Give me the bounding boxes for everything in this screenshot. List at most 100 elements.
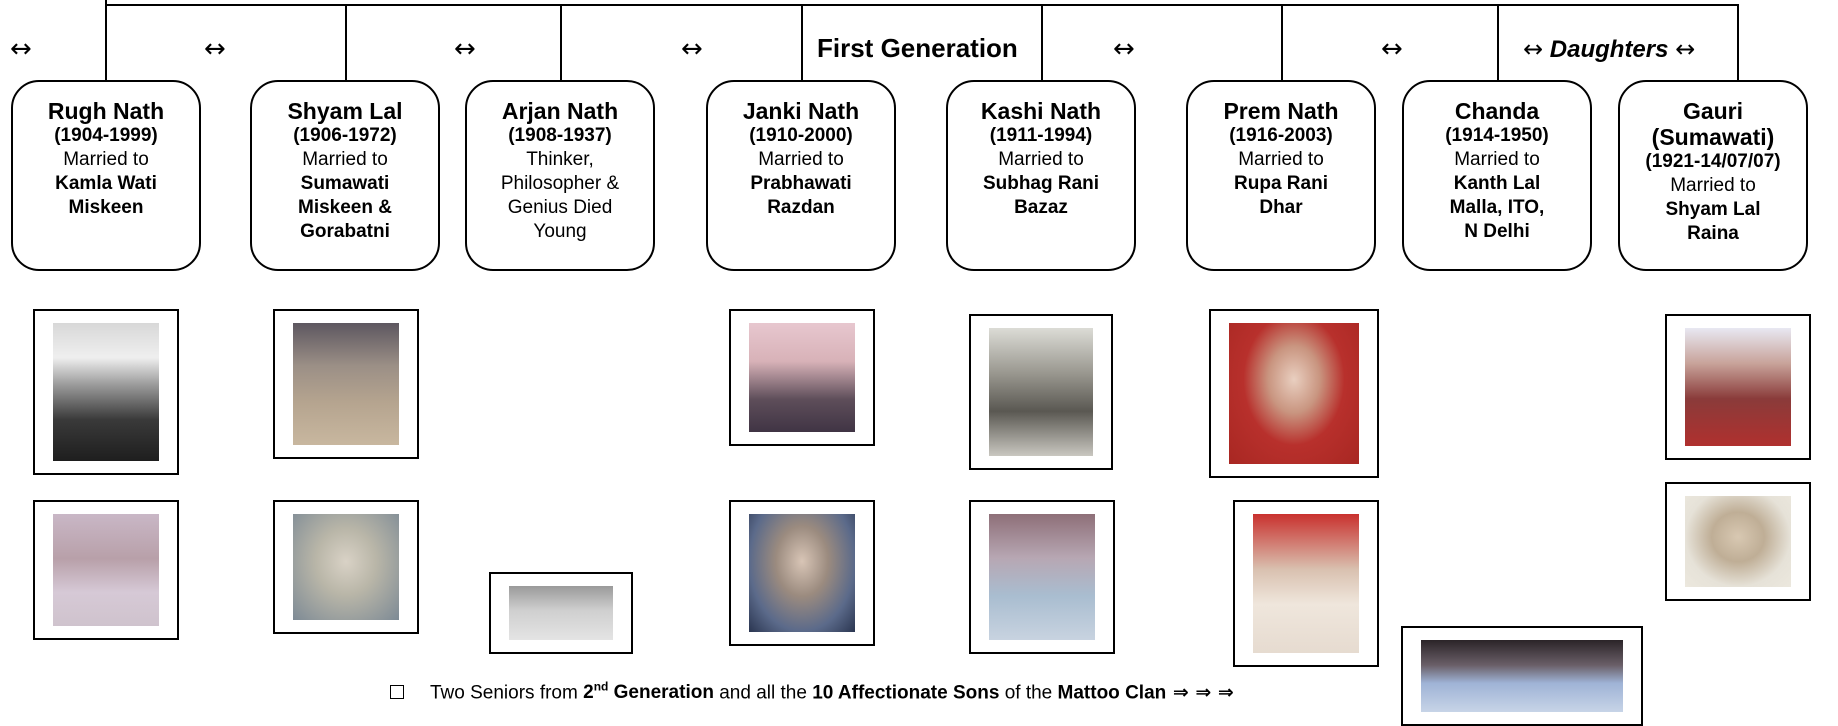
member-spouse: Subhag Rani — [982, 173, 1100, 194]
photo-image — [989, 514, 1095, 640]
portrait-photo-kashi-nath — [969, 314, 1113, 470]
photo-image — [749, 514, 855, 632]
photo-image — [1229, 323, 1359, 464]
portrait-photo-shyam-lal-raina — [1665, 482, 1811, 601]
portrait-photo-shyam-lal — [273, 309, 419, 459]
member-years: (1910-2000) — [749, 125, 853, 146]
photo-image — [53, 323, 159, 461]
drop-line-4 — [801, 4, 803, 80]
member-note: Thinker, — [526, 149, 594, 170]
member-spouse: Kamla Wati — [55, 173, 157, 194]
daughters-text: Daughters — [1549, 36, 1669, 63]
member-spouse: Prabhawati — [750, 173, 852, 194]
arrow-icon: ↔ — [1381, 34, 1403, 64]
member-spouse: Razdan — [767, 197, 835, 218]
right-arrows-icon: ⇒ ⇒ ⇒ — [1166, 681, 1234, 704]
portrait-photo-subhag-rani — [969, 500, 1115, 654]
member-spouse: Sumawati — [300, 173, 390, 194]
footnote-text: of the — [999, 682, 1058, 704]
member-spouse: Dhar — [1259, 197, 1303, 218]
member-spouse: Bazaz — [1014, 197, 1068, 218]
footnote-sons: 10 Affectionate Sons — [812, 682, 1000, 704]
photo-image — [509, 586, 613, 640]
member-note: Young — [533, 221, 587, 242]
photo-image — [53, 514, 159, 626]
member-box-prem-nath: Prem Nath (1916-2003) Married to Rupa Ra… — [1186, 80, 1376, 271]
portrait-photo-arjan-nath — [489, 572, 633, 654]
member-name: Rugh Nath — [47, 98, 165, 124]
arrow-icon: ↔ — [1675, 35, 1696, 63]
member-years: (1921-14/07/07) — [1645, 151, 1781, 172]
member-spouse: Rupa Rani — [1234, 173, 1328, 194]
member-name: Arjan Nath — [501, 98, 619, 124]
member-name: Kashi Nath — [980, 98, 1102, 124]
member-name: Prem Nath — [1223, 98, 1339, 124]
portrait-photo-prabhawati — [729, 500, 875, 646]
arrow-icon: ↔ — [1523, 35, 1544, 63]
member-box-shyam-lal: Shyam Lal (1906-1972) Married to Sumawat… — [250, 80, 440, 271]
drop-line-5 — [1041, 4, 1043, 80]
portrait-photo-gauri — [1665, 314, 1811, 460]
member-years: (1911-1994) — [989, 125, 1093, 146]
arrow-icon: ↔ — [204, 34, 226, 64]
photo-image — [293, 514, 399, 620]
member-name: Gauri — [1682, 98, 1744, 124]
member-years: (1916-2003) — [1229, 125, 1333, 146]
couple-photo-prem-nath — [1233, 500, 1379, 667]
footnote: Two Seniors from 2nd Generation and all … — [390, 680, 1234, 704]
member-note: Genius Died — [507, 197, 613, 218]
member-spouse: Shyam Lal — [1665, 199, 1761, 220]
drop-line-7 — [1497, 4, 1499, 80]
member-box-arjan-nath: Arjan Nath (1908-1937) Thinker, Philosop… — [465, 80, 655, 271]
photo-image — [293, 323, 399, 445]
footnote-text: and all the — [713, 682, 813, 704]
member-note: Married to — [1670, 175, 1756, 196]
member-note: Married to — [63, 149, 149, 170]
drop-line-3 — [560, 4, 562, 80]
footnote-gen-word: Generation — [608, 682, 714, 704]
footnote-gen-suffix: nd — [593, 680, 609, 694]
portrait-photo-janki-nath — [729, 309, 875, 446]
member-name: Shyam Lal — [287, 98, 403, 124]
photo-image — [1253, 514, 1359, 653]
member-note: Married to — [998, 149, 1084, 170]
member-note: Married to — [1454, 149, 1540, 170]
member-name: Janki Nath — [742, 98, 860, 124]
portrait-photo-sumawati — [273, 500, 419, 634]
drop-line-6 — [1281, 4, 1283, 80]
member-spouse: Miskeen & — [298, 197, 392, 218]
member-spouse: Raina — [1687, 223, 1739, 244]
arrow-icon: ↔ — [681, 34, 703, 64]
member-box-gauri: Gauri (Sumawati) (1921-14/07/07) Married… — [1618, 80, 1808, 271]
member-years: (1908-1937) — [508, 125, 612, 146]
arrow-icon: ↔ — [1113, 34, 1135, 64]
drop-line-8 — [1737, 4, 1739, 80]
member-spouse: Kanth Lal — [1453, 173, 1541, 194]
footnote-clan: Mattoo Clan — [1057, 682, 1167, 704]
photo-image — [1421, 640, 1623, 712]
member-note: Married to — [1238, 149, 1324, 170]
photo-image — [989, 328, 1093, 456]
member-name: (Sumawati) — [1651, 124, 1775, 150]
member-box-chanda: Chanda (1914-1950) Married to Kanth Lal … — [1402, 80, 1592, 271]
daughters-label: ↔ Daughters ↔ — [1523, 35, 1695, 64]
top-left-riser — [105, 0, 107, 6]
member-years: (1914-1950) — [1445, 125, 1549, 146]
photo-image — [749, 323, 855, 432]
footnote-generation: 2nd Generation — [583, 680, 714, 704]
member-note: Married to — [758, 149, 844, 170]
portrait-photo-prem-nath — [1209, 309, 1379, 478]
member-spouse: Malla, ITO, — [1449, 197, 1545, 218]
member-spouse: Miskeen — [68, 197, 144, 218]
photo-image — [1685, 496, 1791, 587]
member-years: (1906-1972) — [293, 125, 397, 146]
member-name: Chanda — [1454, 98, 1540, 124]
footnote-gen-number: 2 — [583, 682, 594, 704]
drop-line-1 — [105, 4, 107, 80]
drop-line-2 — [345, 4, 347, 80]
portrait-photo-rugh-nath — [33, 309, 179, 475]
arrow-icon: ↔ — [10, 34, 32, 64]
member-note: Philosopher & — [500, 173, 620, 194]
member-spouse: N Delhi — [1464, 221, 1530, 242]
photo-image — [1685, 328, 1791, 446]
